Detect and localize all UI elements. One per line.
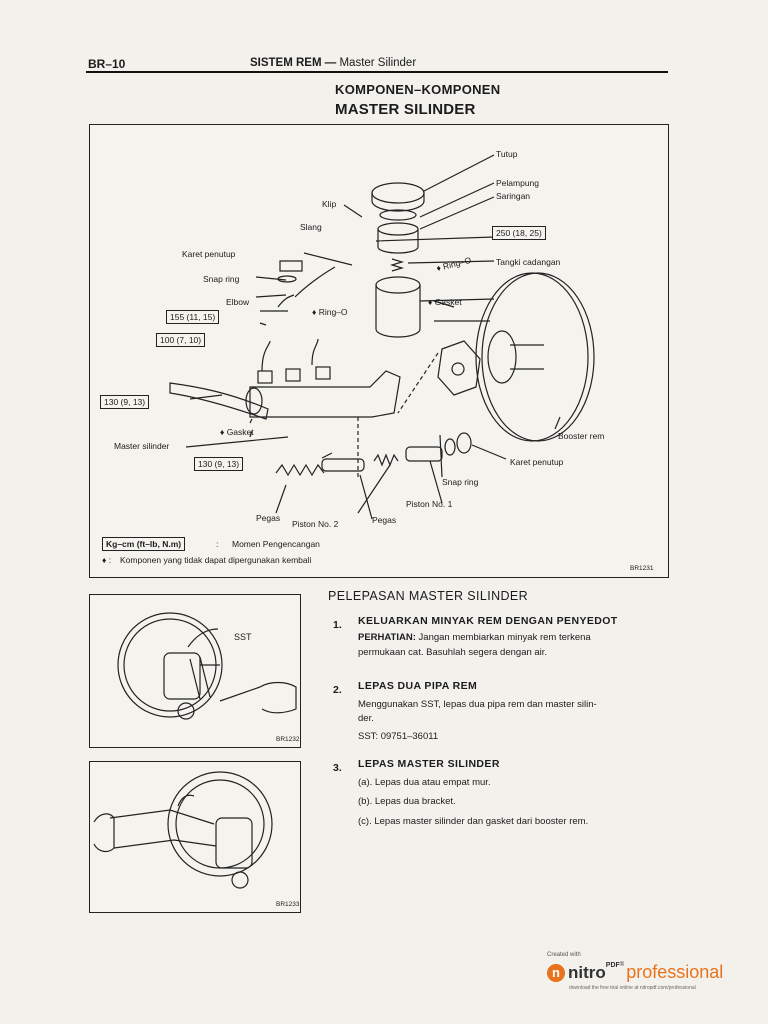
illustration-1-code: BR1232 [276, 736, 300, 743]
torque-155: 155 (11, 15) [166, 310, 220, 324]
step-2-title: LEPAS DUA PIPA REM [358, 680, 478, 692]
step-2-body: Menggunakan SST, lepas dua pipa rem dan … [358, 699, 597, 710]
illustration-1-drawing [117, 612, 297, 720]
step-3-number: 3. [333, 762, 342, 774]
watermark-brand: nitro [568, 962, 606, 982]
legend-diamond: ♦ : [102, 555, 112, 565]
label-gasket-left: ♦ Gasket [220, 427, 254, 437]
exploded-diagram: Tutup Pelampung Saringan Klip Slang Kare… [89, 124, 669, 578]
label-master-silinder: Master silinder [114, 441, 170, 451]
step-1-note-label: PERHATIAN: [358, 632, 416, 643]
step-3-item-a: (a). Lepas dua atau empat mur. [358, 777, 491, 788]
legend-diamond-desc: Komponen yang tidak dapat dipergunakan k… [120, 555, 312, 565]
watermark-pro: professional [626, 962, 724, 982]
legend-unit: Kg–cm (ft–lb, N.m) [102, 537, 186, 551]
section-name: SISTEM REM [250, 57, 322, 69]
page-title-line2: MASTER SILINDER [335, 101, 476, 118]
step-1-note-line2: permukaan cat. Basuhlah segera dengan ai… [358, 647, 548, 658]
label-pegas-1: Pegas [256, 513, 281, 523]
watermark-created: Created with [547, 952, 581, 958]
illustration-remove-master: BR1233 [89, 761, 301, 913]
label-piston-no1: Piston No. 1 [406, 499, 453, 509]
diagram-drawing [169, 154, 595, 520]
label-gasket-right: ♦ Gasket [428, 297, 462, 307]
watermark-tagline: download the free trial online at nitrop… [569, 985, 696, 991]
step-3-item-c: (c). Lepas master silinder dan gasket da… [358, 816, 589, 827]
watermark-reg: ® [619, 962, 625, 968]
nitro-watermark: Created with n nitro PDF ® professional … [547, 952, 723, 991]
label-slang: Slang [300, 222, 322, 232]
step-1-title: KELUARKAN MINYAK REM DENGAN PENYEDOT [358, 615, 618, 627]
watermark-pdf: PDF [605, 962, 620, 969]
page-number: BR–10 [88, 57, 126, 71]
legend-colon: : [216, 539, 219, 549]
torque-130-left: 130 (9, 13) [100, 395, 150, 409]
step-3: 3. [333, 758, 342, 776]
torque-100: 100 (7, 10) [156, 333, 206, 347]
label-pegas-2: Pegas [372, 515, 397, 525]
illustration-2-drawing [93, 771, 273, 889]
step-2-body-line2: der. [358, 713, 374, 724]
torque-130-bottom: 130 (9, 13) [194, 457, 244, 471]
subsection-name: Master Silinder [339, 57, 417, 69]
illustration-2-code: BR1233 [276, 901, 300, 908]
sst-label: SST [234, 632, 252, 642]
running-header: SISTEM REM — Master Silinder [250, 57, 416, 69]
label-karet-penutup-bottom: Karet penutup [510, 457, 564, 467]
illustration-remove-pipes: SST BR1232 [89, 594, 301, 748]
page-title-line1: KOMPONEN–KOMPONEN [335, 82, 501, 97]
nitro-logo-icon: n [547, 963, 565, 982]
label-karet-penutup-top: Karet penutup [182, 249, 236, 259]
label-saringan: Saringan [496, 191, 531, 201]
label-ring-o-1: ♦ Ring–O [312, 307, 348, 317]
legend-unit-desc: Momen Pengencangan [232, 539, 320, 549]
step-1-note: PERHATIAN: Jangan membiarkan minyak rem … [358, 631, 591, 645]
step-2-sst: SST: 09751–36011 [358, 731, 439, 742]
diagram-code: BR1231 [630, 565, 654, 572]
label-klip: Klip [322, 199, 337, 209]
label-snap-ring-bottom: Snap ring [442, 477, 479, 487]
step-3-title: LEPAS MASTER SILINDER [358, 758, 500, 770]
label-snap-ring-top: Snap ring [203, 274, 240, 284]
label-tutup: Tutup [496, 149, 518, 159]
step-1: 1. [333, 615, 342, 633]
step-2: 2. [333, 680, 342, 698]
watermark-logo: n nitro PDF ® professional [547, 962, 723, 983]
header-dash: — [324, 57, 337, 69]
header-rule [86, 71, 668, 73]
torque-250: 250 (18, 25) [492, 226, 546, 240]
removal-section-title: PELEPASAN MASTER SILINDER [328, 589, 529, 603]
label-elbow: Elbow [226, 297, 250, 307]
label-tangki-cadangan: Tangki cadangan [496, 257, 561, 267]
step-3-item-b: (b). Lepas dua bracket. [358, 796, 456, 807]
step-1-number: 1. [333, 619, 342, 631]
step-1-note-text: Jangan membiarkan minyak rem terkena [418, 632, 591, 643]
step-2-number: 2. [333, 684, 342, 696]
label-pelampung: Pelampung [496, 178, 540, 188]
label-booster-rem: Booster rem [558, 431, 605, 441]
label-piston-no2: Piston No. 2 [292, 519, 339, 529]
